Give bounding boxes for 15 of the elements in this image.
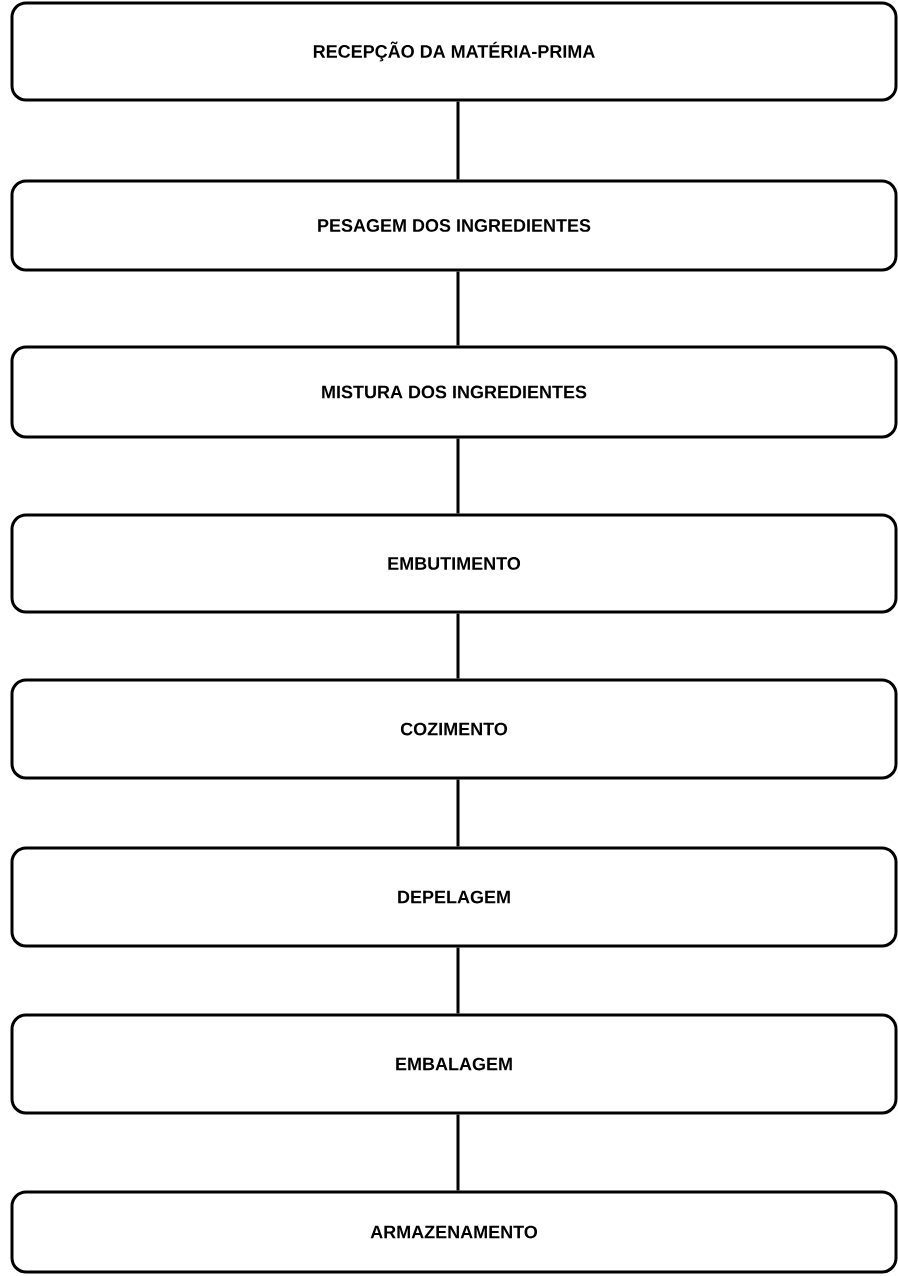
connector-line [456, 1114, 460, 1191]
connector-line [456, 613, 460, 679]
process-box: DEPELAGEM [10, 846, 898, 948]
connector-line [456, 779, 460, 847]
process-box: EMBUTIMENTO [10, 513, 898, 614]
process-box: COZIMENTO [10, 678, 898, 780]
process-box: EMBALAGEM [10, 1013, 898, 1115]
connector-line [456, 438, 460, 514]
process-box: RECEPÇÃO DA MATÉRIA-PRIMA [10, 1, 898, 102]
connector-line [456, 271, 460, 346]
connector-line [456, 101, 460, 180]
connector-line [456, 947, 460, 1014]
process-box: PESAGEM DOS INGREDIENTES [10, 179, 898, 272]
process-box: ARMAZENAMENTO [10, 1190, 898, 1274]
process-box: MISTURA DOS INGREDIENTES [10, 345, 898, 439]
